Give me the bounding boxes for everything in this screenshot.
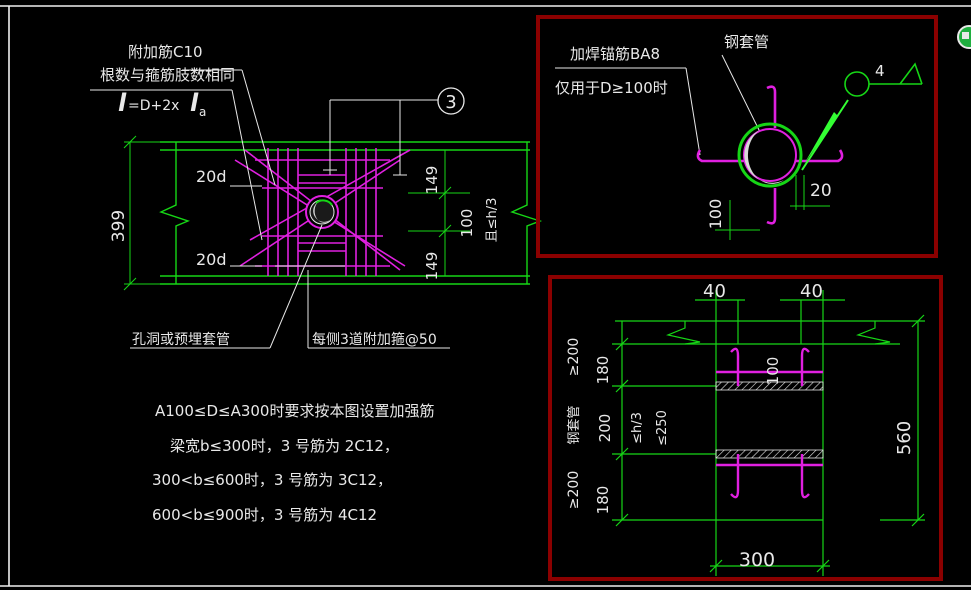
formula-subscript-a: a xyxy=(199,105,206,119)
note-additional-bar: 附加筋C10 xyxy=(128,43,203,61)
marker-number-3: 3 xyxy=(445,92,456,113)
sleeve-plate-bottom xyxy=(715,449,824,459)
formula-l: l xyxy=(118,89,127,117)
label-additional-stirrup: 每侧3道附加箍@50 xyxy=(312,331,437,348)
note-line-2: 梁宽b≤300时，3 号筋为 2C12， xyxy=(170,437,399,455)
label-20d-top: 20d xyxy=(196,167,227,186)
green-circle-button-icon[interactable] xyxy=(957,25,971,49)
section-anchor-bars xyxy=(716,347,823,499)
label-hole-or-sleeve: 孔洞或预埋套管 xyxy=(132,332,230,348)
opening-sleeve-icon xyxy=(305,195,339,229)
sleeve-dimension-lines xyxy=(715,175,830,240)
dim-40-left: 40 xyxy=(703,281,726,302)
formula-mid: =D+2x xyxy=(128,98,179,114)
dim-180-bottom: 180 xyxy=(594,486,612,515)
beam-opening-detail: 3 附加筋C10 根数与箍筋肢数相同 l =D+2x l a 20d 20d 3… xyxy=(90,43,543,349)
anchor-bars xyxy=(696,85,844,225)
detail-border-top xyxy=(536,15,938,258)
drawing-frame xyxy=(0,5,971,587)
section-outline xyxy=(612,290,925,576)
leader-lines xyxy=(90,69,450,349)
label-steel-pipe-section: 钢套管 xyxy=(566,405,582,444)
label-steel-pipe: 钢套管 xyxy=(724,33,769,51)
dim-40-right: 40 xyxy=(800,281,823,302)
dim-100-sleeve: 100 xyxy=(706,199,725,230)
dim-20: 20 xyxy=(810,181,832,201)
dim-180-top: 180 xyxy=(594,356,612,385)
dimension-lines-right xyxy=(408,150,470,276)
label-ge200-bottom: ≥200 xyxy=(566,471,582,509)
formula-la: l xyxy=(190,89,199,117)
section-marker-4: 4 xyxy=(801,62,923,171)
label-weld-anchor: 加焊锚筋BA8 xyxy=(570,45,660,63)
note-line-1: A100≤D≤A300时要求按本图设置加强筋 xyxy=(155,402,434,420)
dim-200: 200 xyxy=(596,414,614,443)
sleeve-plate-top xyxy=(715,381,824,391)
label-20d-bottom: 20d xyxy=(196,250,227,269)
dim-399: 399 xyxy=(109,210,129,242)
beam-outline xyxy=(123,135,543,291)
formula-length: l =D+2x l a xyxy=(118,89,206,119)
note-line-3: 300<b≤600时，3 号筋为 3C12， xyxy=(152,471,392,489)
sleeve-leaders xyxy=(555,54,761,156)
marker-number-4: 4 xyxy=(875,62,885,80)
note-line-4: 600<b≤900时，3 号筋为 4C12 xyxy=(152,506,377,524)
reinforcement-notes: A100≤D≤A300时要求按本图设置加强筋 梁宽b≤300时，3 号筋为 2C… xyxy=(152,402,434,524)
dim-149-bottom: 149 xyxy=(423,252,441,281)
note-bar-count: 根数与箍筋肢数相同 xyxy=(100,66,235,84)
label-ge200-top: ≥200 xyxy=(566,338,582,376)
dim-300: 300 xyxy=(739,549,775,571)
dim-250: ≤250 xyxy=(655,410,670,446)
marker-circle-3 xyxy=(437,87,465,115)
dim-100: 100 xyxy=(458,209,476,238)
section-detail: 40 40 ≥200 180 100 钢套管 200 ≤h/3 ≤250 ≥20… xyxy=(548,275,943,581)
dim-149-top: 149 xyxy=(423,166,441,195)
dim-h3-section: ≤h/3 xyxy=(630,412,645,444)
dim-100-section: 100 xyxy=(764,357,782,386)
steel-sleeve-detail: 加焊锚筋BA8 仅用于D≥100时 钢套管 20 100 xyxy=(536,15,938,258)
steel-sleeve-icon xyxy=(737,122,803,188)
dim-560: 560 xyxy=(894,421,915,455)
dim-h3: 且≤h/3 xyxy=(485,198,500,243)
label-only-when: 仅用于D≥100时 xyxy=(555,79,668,97)
detail-border-bottom xyxy=(548,275,943,581)
triangle-flag-icon xyxy=(899,62,923,85)
